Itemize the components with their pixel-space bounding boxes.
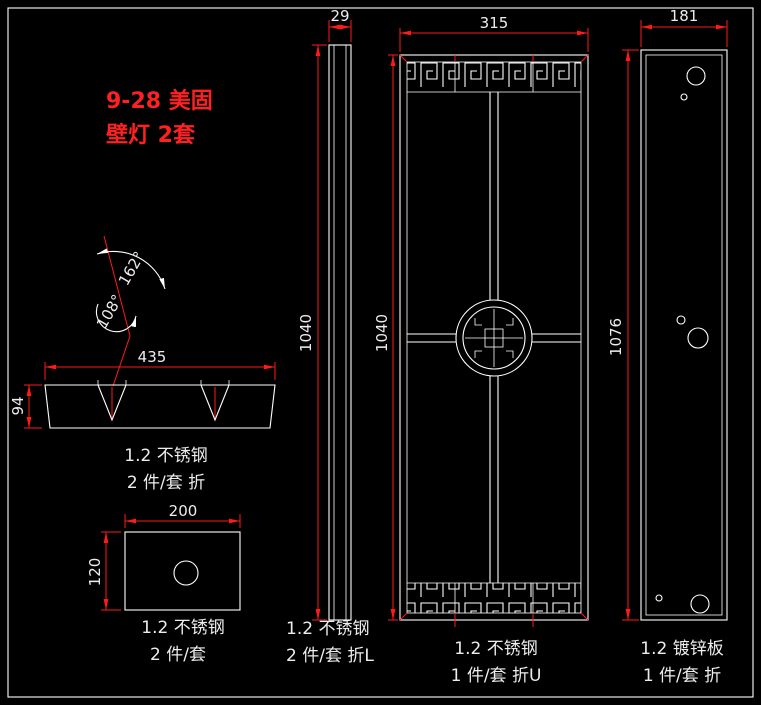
part-channel: 29 1040 1.2 不锈钢 2 件/套 折L bbox=[286, 7, 374, 666]
title-line-1: 9-28 美固 bbox=[106, 88, 213, 114]
note-panel-qty: 1 件/套 折U bbox=[451, 666, 542, 686]
note-profile-qty: 2 件/套 折 bbox=[127, 473, 205, 493]
panel-medallion bbox=[455, 299, 533, 377]
sheet-border bbox=[7, 7, 754, 698]
note-back-qty: 1 件/套 折 bbox=[643, 666, 721, 686]
meander-band-bottom bbox=[407, 583, 581, 613]
note-back-material: 1.2 镀锌板 bbox=[640, 639, 723, 659]
note-plate-qty: 2 件/套 bbox=[150, 645, 206, 665]
dim-plate-height: 120 bbox=[86, 558, 104, 587]
dim-angle-inner: 108° bbox=[93, 291, 127, 331]
dim-angle-outer: 162° bbox=[115, 248, 149, 288]
note-panel-material: 1.2 不锈钢 bbox=[454, 639, 537, 659]
part-profile: 435 94 1.2 不锈钢 2 件/套 折 bbox=[9, 348, 276, 493]
dim-plate-width: 200 bbox=[169, 502, 198, 520]
meander-band-top bbox=[407, 62, 581, 92]
dim-profile-width: 435 bbox=[138, 348, 167, 366]
title-line-2: 壁灯 2套 bbox=[106, 122, 195, 148]
back-holes bbox=[655, 66, 710, 614]
dim-channel-width: 29 bbox=[330, 7, 349, 25]
drawing-title: 9-28 美固 壁灯 2套 bbox=[106, 88, 213, 148]
part-plate: 200 120 1.2 不锈钢 2 件/套 bbox=[86, 502, 241, 665]
dim-back-width: 181 bbox=[670, 7, 699, 25]
note-plate-material: 1.2 不锈钢 bbox=[141, 618, 224, 638]
dim-back-height: 1076 bbox=[607, 318, 625, 356]
note-profile-material: 1.2 不锈钢 bbox=[124, 446, 207, 466]
dim-panel-height: 1040 bbox=[373, 314, 391, 352]
note-channel-qty: 2 件/套 折L bbox=[286, 646, 374, 666]
dim-panel-width: 315 bbox=[480, 14, 509, 32]
part-panel: 315 1040 1.2 不锈钢 1 件/套 折U bbox=[373, 14, 589, 686]
note-channel-material: 1.2 不锈钢 bbox=[286, 619, 369, 639]
dim-profile-height: 94 bbox=[9, 396, 27, 415]
part-back: 181 1076 1.2 镀锌板 1 件/套 折 bbox=[607, 7, 728, 686]
dim-channel-height: 1040 bbox=[297, 314, 315, 352]
